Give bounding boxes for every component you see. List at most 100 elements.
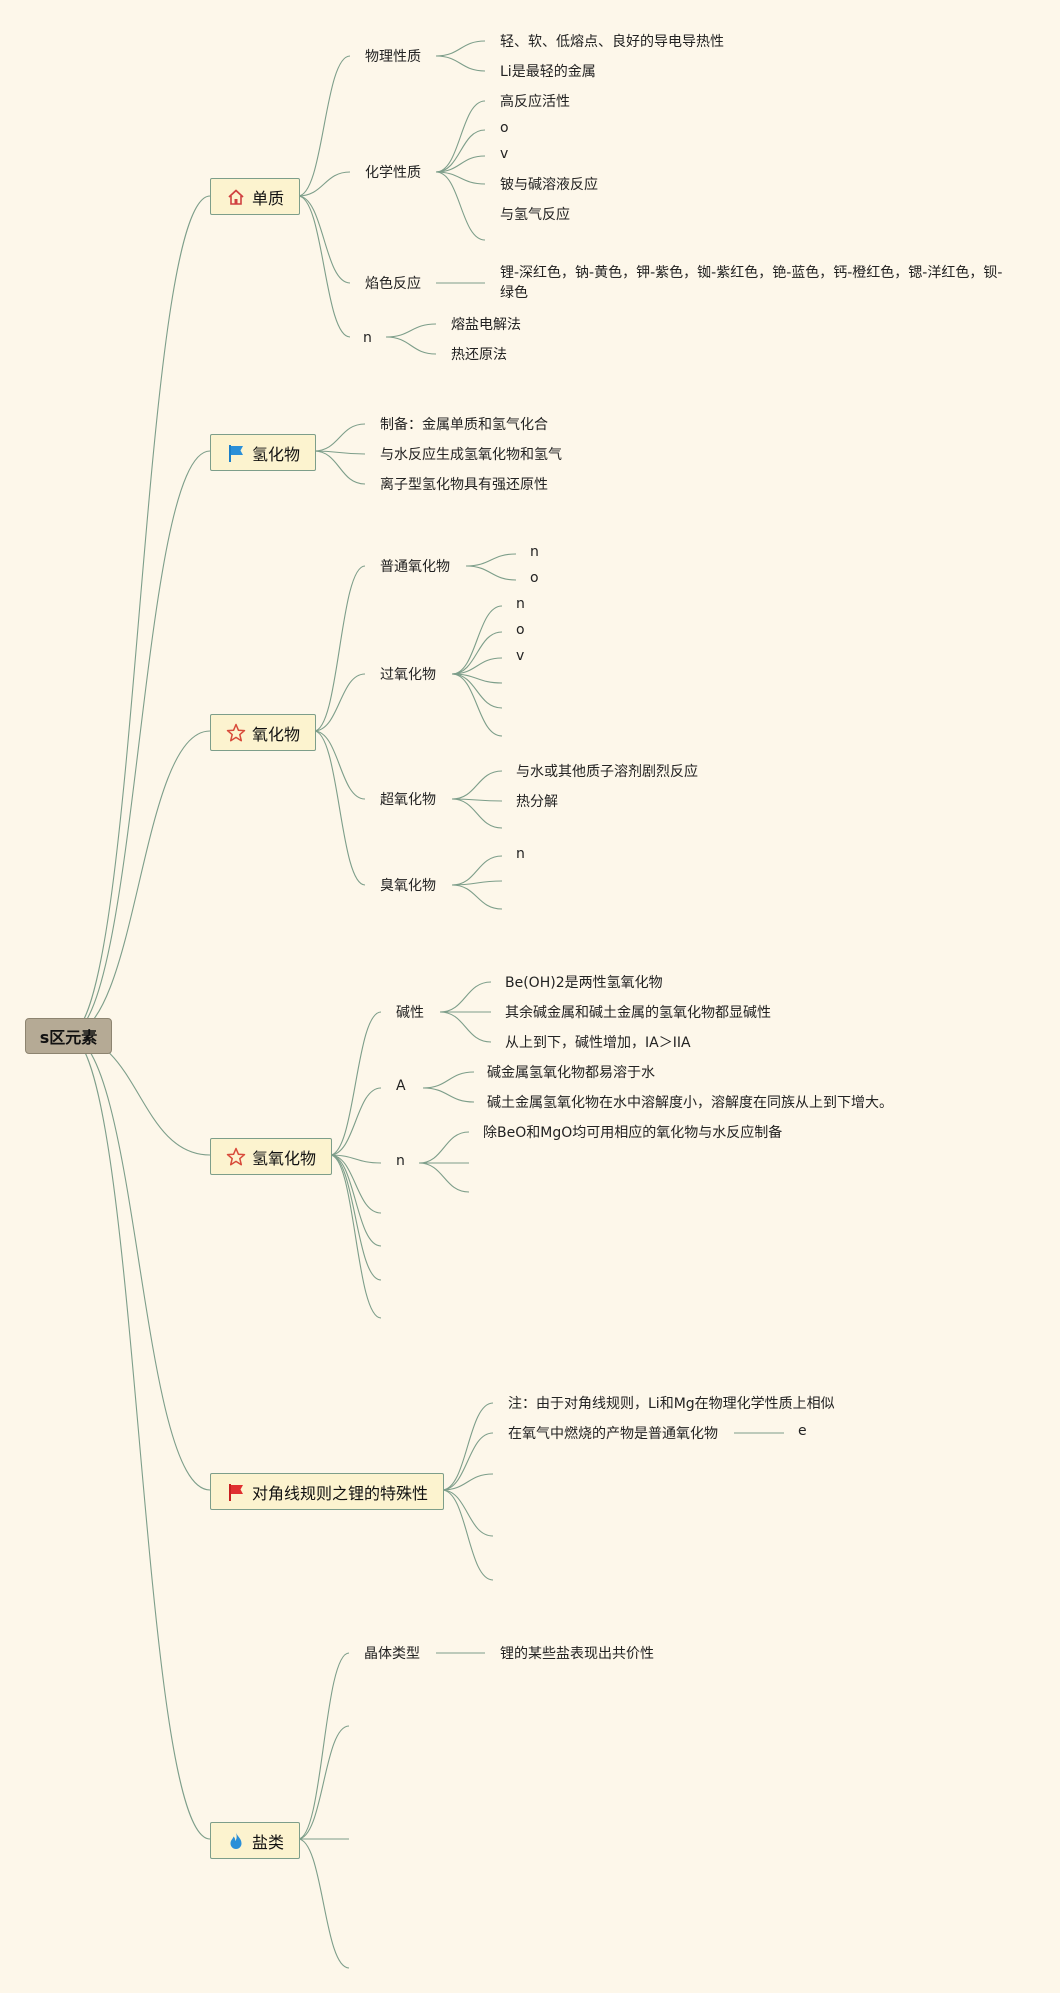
hydroxide-prep-item[interactable]: 除BeO和MgO均可用相应的氧化物与水反应制备 — [483, 1125, 783, 1141]
danzhi-physical[interactable]: 物理性质 — [365, 49, 421, 65]
normal-item[interactable]: n — [530, 544, 539, 560]
prep-connector — [385, 323, 437, 338]
salts-connector — [297, 1838, 350, 1969]
house-icon — [228, 189, 244, 205]
branch-oxide[interactable]: 氧化物 — [210, 714, 316, 751]
hydroxide-solubility[interactable]: A — [396, 1078, 406, 1094]
hydride-connector — [313, 450, 366, 485]
star-icon — [226, 723, 246, 741]
superoxide-connector — [451, 770, 503, 800]
prep-item[interactable]: 熔盐电解法 — [451, 317, 521, 333]
branch-lithium[interactable]: 对角线规则之锂的特殊性 — [210, 1473, 444, 1510]
solubility-connector — [422, 1087, 475, 1103]
peroxide-item[interactable]: n — [516, 596, 525, 612]
basicity-connector — [439, 1011, 492, 1043]
basicity-item[interactable]: 其余碱金属和碱土金属的氢氧化物都显碱性 — [505, 1005, 771, 1021]
lithium-item[interactable]: 注：由于对角线规则，Li和Mg在物理化学性质上相似 — [508, 1396, 835, 1412]
lithium-connector — [441, 1489, 494, 1581]
branch-hydroxide-label: 氢氧化物 — [251, 1148, 316, 1168]
chemical-item[interactable]: 铍与碱溶液反应 — [500, 177, 598, 193]
lithium-item[interactable]: 在氧气中燃烧的产物是普通氧化物 — [508, 1426, 718, 1442]
oxide-peroxide[interactable]: 过氧化物 — [380, 667, 436, 683]
prep-connector — [385, 336, 437, 355]
branch-oxide-label: 氧化物 — [251, 724, 300, 744]
oxide-ozonide[interactable]: 臭氧化物 — [380, 878, 436, 894]
root-connector — [67, 450, 211, 1036]
blue-flag-icon — [228, 444, 243, 462]
prep-item[interactable]: 热还原法 — [451, 347, 507, 363]
ozonide-item[interactable]: n — [516, 846, 525, 862]
root-connector — [67, 195, 211, 1036]
basicity-connector — [439, 981, 492, 1013]
star-icon — [226, 1147, 246, 1165]
hydroxide-connector — [329, 1154, 382, 1281]
oxide-normal[interactable]: 普通氧化物 — [380, 559, 450, 575]
danzhi-connector — [297, 55, 351, 197]
lithium-connector — [441, 1432, 494, 1491]
solubility-connector — [422, 1071, 475, 1089]
solubility-item[interactable]: 碱土金属氢氧化物在水中溶解度小，溶解度在同族从上到下增大。 — [487, 1095, 893, 1111]
chemical-connector — [435, 100, 486, 173]
oxide-connector — [313, 565, 366, 732]
basicity-item[interactable]: Be(OH)2是两性氢氧化物 — [505, 975, 663, 991]
normal-item[interactable]: o — [530, 570, 539, 586]
danzhi-connector — [297, 171, 351, 197]
branch-lithium-label: 对角线规则之锂的特殊性 — [251, 1483, 428, 1503]
peroxide-connector — [451, 673, 503, 737]
salts-crystal[interactable]: 晶体类型 — [364, 1646, 420, 1662]
lithium-connector — [441, 1489, 494, 1537]
danzhi-flame[interactable]: 焰色反应 — [365, 276, 421, 292]
danzhi-prep[interactable]: n — [363, 330, 372, 346]
physical-item[interactable]: Li是最轻的金属 — [500, 64, 596, 80]
peroxide-item[interactable]: o — [516, 622, 525, 638]
hydride-item[interactable]: 离子型氢化物具有强还原性 — [380, 477, 548, 493]
oxide-superoxide[interactable]: 超氧化物 — [380, 792, 436, 808]
hydroxide-connector — [329, 1011, 382, 1156]
chemical-connector — [435, 129, 486, 173]
crystal-item[interactable]: 锂的某些盐表现出共价性 — [500, 1646, 654, 1662]
flame-colors[interactable]: 锂-深红色，钠-黄色，钾-紫色，铷-紫红色，铯-蓝色，钙-橙红色，锶-洋红色，钡… — [500, 265, 1003, 301]
hydroxide-basicity[interactable]: 碱性 — [396, 1005, 424, 1021]
root-node[interactable]: s区元素 — [25, 1018, 112, 1054]
hydroxide-connector — [329, 1154, 382, 1319]
hydroxide-prep-connector — [418, 1131, 470, 1164]
danzhi-chemical[interactable]: 化学性质 — [365, 165, 421, 181]
branch-salts[interactable]: 盐类 — [210, 1822, 300, 1859]
chemical-connector — [435, 155, 486, 173]
physical-connector — [435, 40, 486, 57]
ozonide-connector — [451, 884, 503, 910]
branch-hydride-label: 氢化物 — [251, 444, 300, 464]
salts-connector — [297, 1725, 350, 1840]
chemical-item[interactable]: 与氢气反应 — [500, 207, 570, 223]
hydride-item[interactable]: 制备：金属单质和氢气化合 — [380, 417, 548, 433]
oxide-connector — [313, 730, 366, 800]
superoxide-item[interactable]: 热分解 — [516, 794, 558, 810]
hydroxide-connector — [329, 1087, 382, 1156]
chemical-item[interactable]: v — [500, 146, 509, 162]
branch-salts-label: 盐类 — [251, 1832, 284, 1852]
lithium-sub-item[interactable]: e — [798, 1423, 807, 1439]
peroxide-item[interactable]: v — [516, 648, 525, 664]
basicity-item[interactable]: 从上到下，碱性增加，IA＞IIA — [505, 1035, 691, 1051]
solubility-item[interactable]: 碱金属氢氧化物都易溶于水 — [487, 1065, 655, 1081]
hydroxide-connector — [329, 1154, 382, 1247]
branch-hydride[interactable]: 氢化物 — [210, 434, 316, 471]
oxide-connector — [313, 730, 366, 886]
peroxide-connector — [451, 631, 503, 675]
hydride-item[interactable]: 与水反应生成氢氧化物和氢气 — [380, 447, 562, 463]
superoxide-item[interactable]: 与水或其他质子溶剂剧烈反应 — [516, 764, 698, 780]
normal-connector — [465, 553, 517, 567]
danzhi-connector — [297, 195, 351, 284]
peroxide-connector — [451, 657, 503, 675]
chemical-item[interactable]: 高反应活性 — [500, 94, 570, 110]
hydroxide-prep[interactable]: n — [396, 1153, 405, 1169]
branch-danzhi[interactable]: 单质 — [210, 178, 300, 215]
branch-hydroxide[interactable]: 氢氧化物 — [210, 1138, 332, 1175]
physical-connector — [435, 55, 486, 72]
chemical-item[interactable]: o — [500, 120, 509, 136]
physical-item[interactable]: 轻、软、低熔点、良好的导电导热性 — [500, 34, 724, 50]
lithium-connector — [441, 1402, 494, 1491]
normal-connector — [465, 565, 517, 581]
oxide-connector — [313, 673, 366, 732]
